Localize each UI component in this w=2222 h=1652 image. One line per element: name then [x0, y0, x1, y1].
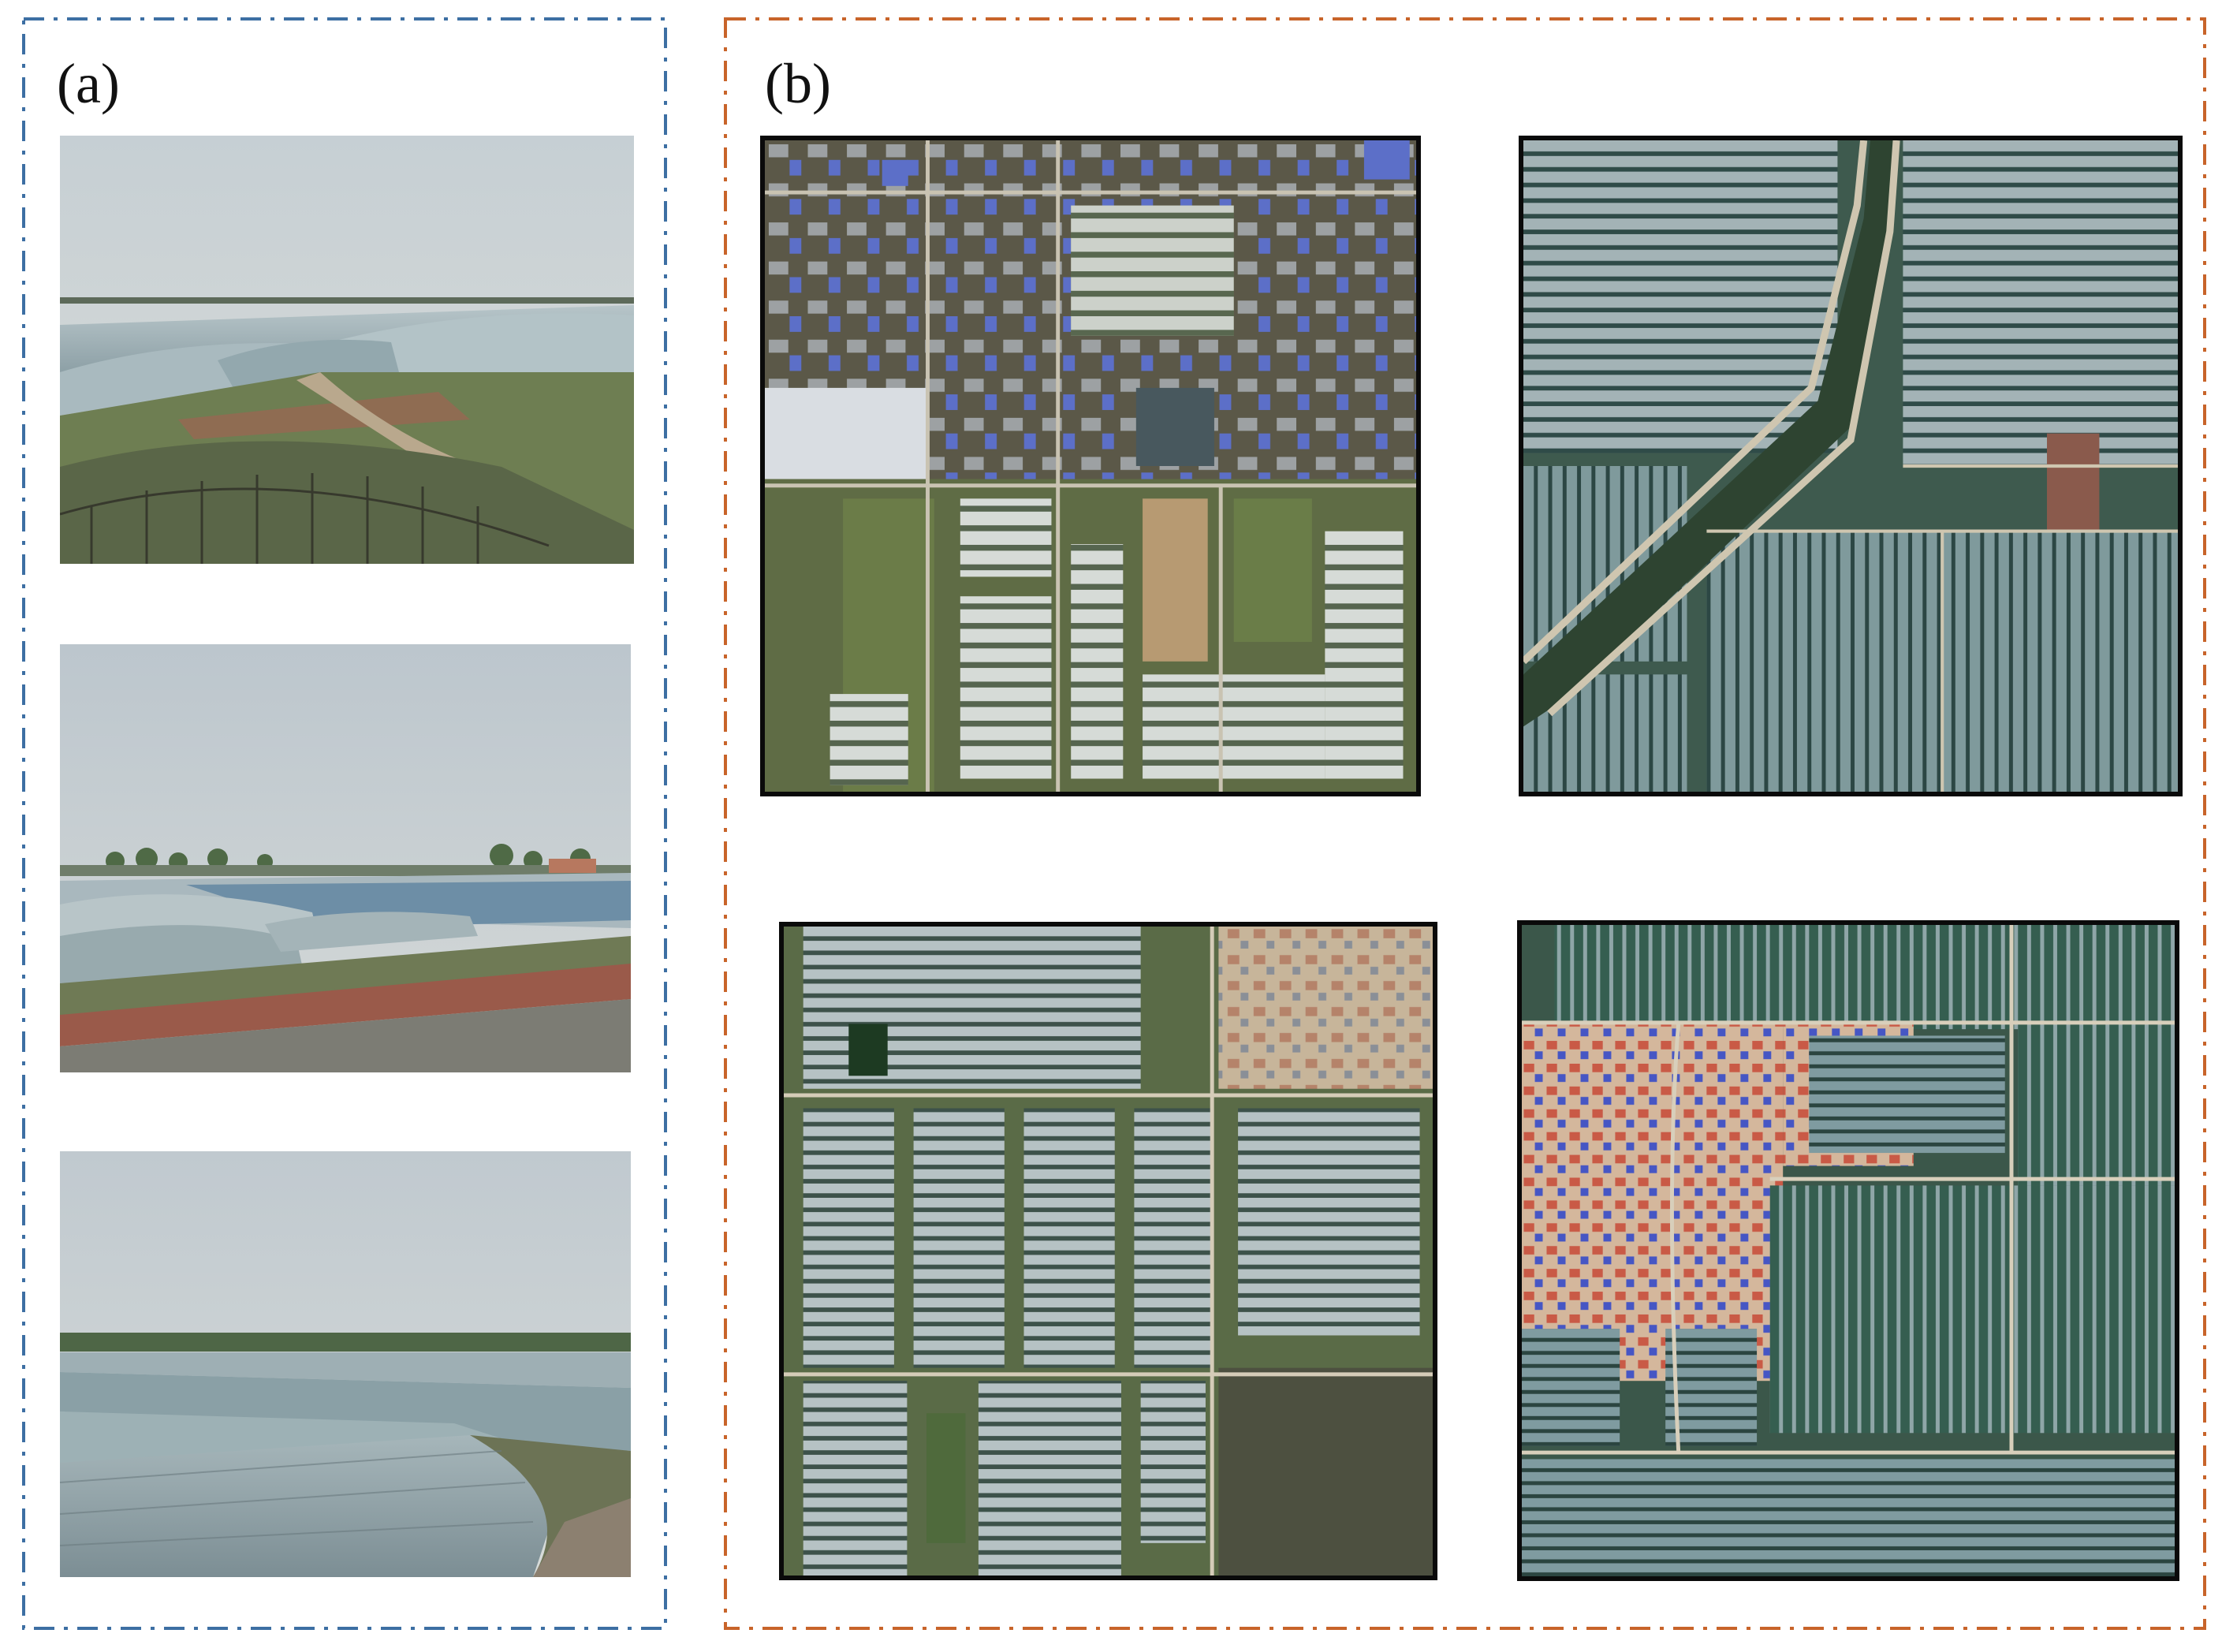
satellite-image-dense-greenhouses [1517, 920, 2179, 1581]
satellite-image-canal-greenhouses [1519, 136, 2183, 796]
panel-b-label: (b) [765, 52, 831, 115]
ground-photo-greenhouse-roof-closeup [60, 1151, 631, 1577]
panel-a: (a) [22, 17, 667, 1630]
satellite-image-industrial-greenhouses [760, 136, 1421, 796]
ground-photo-greenhouses-brick-wall [60, 644, 631, 1072]
panel-a-label: (a) [57, 52, 120, 115]
ground-photo-greenhouse-field-path [60, 136, 634, 564]
satellite-image-village-greenhouses [779, 922, 1437, 1580]
panel-b: (b) [724, 17, 2206, 1630]
